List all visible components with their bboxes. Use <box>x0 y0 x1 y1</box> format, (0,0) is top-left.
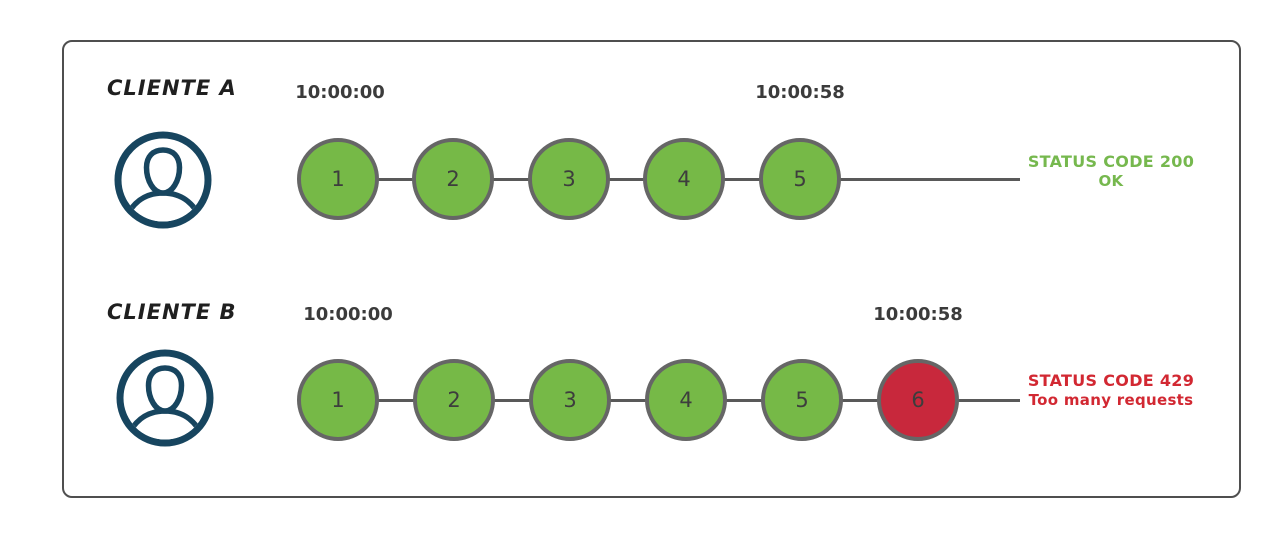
client-b-label: CLIENTE B <box>107 300 237 324</box>
status-result: STATUS CODE 200 OK <box>1026 152 1196 191</box>
request-number: 2 <box>447 388 461 412</box>
request-number: 5 <box>795 388 809 412</box>
request-circle: 2 <box>412 138 494 220</box>
end-time-label: 10:00:58 <box>755 82 845 103</box>
request-circle: 4 <box>645 359 727 441</box>
request-number: 3 <box>562 167 576 191</box>
request-circle: 2 <box>413 359 495 441</box>
request-circle: 4 <box>643 138 725 220</box>
request-number: 6 <box>911 388 925 412</box>
status-code-text: STATUS CODE 200 <box>1027 152 1195 171</box>
request-number: 4 <box>679 388 693 412</box>
request-number: 2 <box>446 167 460 191</box>
request-circle-rate-limited: 6 <box>877 359 959 441</box>
status-message-text: Too many requests <box>1028 391 1194 409</box>
status-message-text: OK <box>1098 172 1124 190</box>
start-time-label: 10:00:00 <box>303 304 393 325</box>
user-avatar-icon <box>114 131 212 229</box>
start-time-label: 10:00:00 <box>295 82 385 103</box>
status-code-text: STATUS CODE 429 <box>1027 371 1195 390</box>
client-a-label: CLIENTE A <box>107 76 237 100</box>
request-number: 3 <box>563 388 577 412</box>
request-circle: 5 <box>759 138 841 220</box>
request-circle: 3 <box>529 359 611 441</box>
request-number: 1 <box>331 167 345 191</box>
request-circle: 3 <box>528 138 610 220</box>
request-number: 1 <box>331 388 345 412</box>
request-number: 5 <box>793 167 807 191</box>
end-time-label: 10:00:58 <box>873 304 963 325</box>
request-circle: 1 <box>297 359 379 441</box>
request-circle: 1 <box>297 138 379 220</box>
request-circle: 5 <box>761 359 843 441</box>
status-result: STATUS CODE 429 Too many requests <box>1026 371 1196 410</box>
user-avatar-icon <box>116 349 214 447</box>
request-number: 4 <box>677 167 691 191</box>
diagram-frame <box>62 40 1241 498</box>
